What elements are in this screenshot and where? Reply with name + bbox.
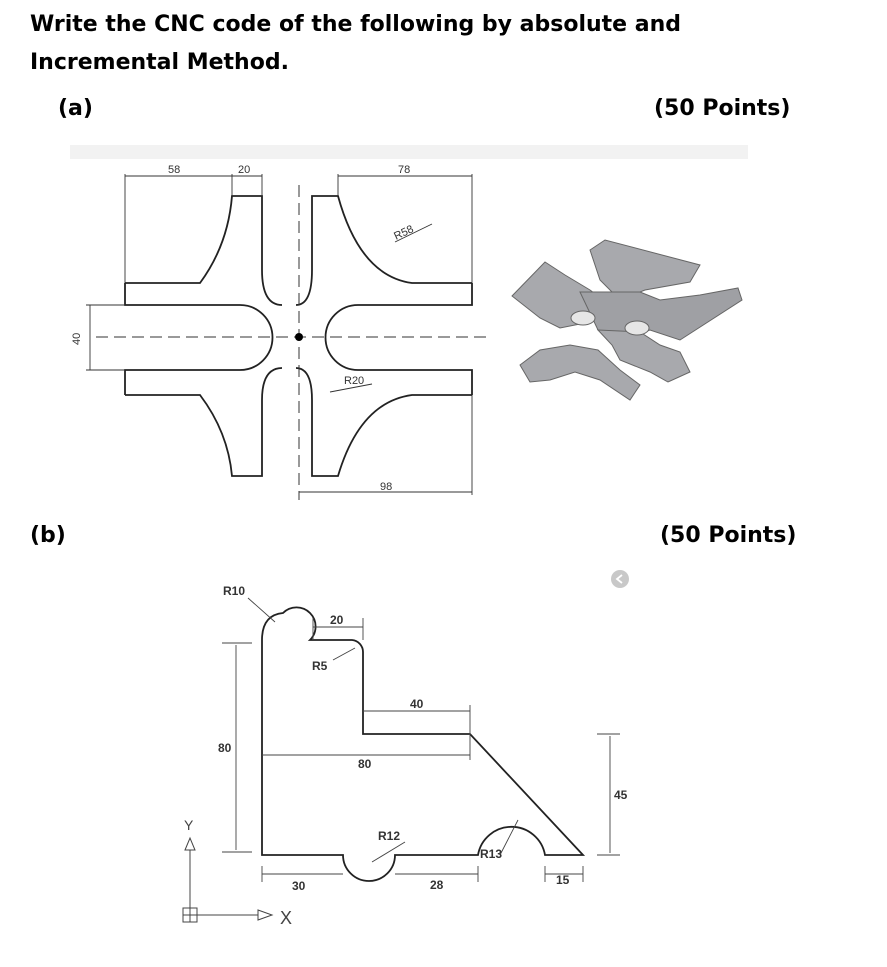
part-a-label: (a) — [58, 96, 93, 121]
part-a-center-point — [295, 333, 303, 341]
dim-b-15: 15 — [556, 873, 570, 887]
part-a-centerlines — [96, 185, 490, 500]
dim-b-30: 30 — [292, 879, 306, 893]
dim-b-h80: 80 — [218, 741, 232, 755]
figure-a-header-band — [70, 145, 748, 159]
dim-b-r5: R5 — [312, 659, 328, 673]
dim-b-20: 20 — [330, 613, 344, 627]
dim-a-78: 78 — [398, 164, 410, 176]
dim-b-45: 45 — [614, 788, 628, 802]
dim-a-40: 40 — [71, 333, 83, 345]
dim-b-28: 28 — [430, 878, 444, 892]
part-a-points: (50 Points) — [654, 96, 791, 121]
dim-b-r12: R12 — [378, 829, 400, 843]
dim-a-98: 98 — [380, 481, 392, 493]
back-button[interactable] — [611, 570, 629, 588]
axis-x-label: X — [280, 908, 292, 928]
dim-b-r10: R10 — [223, 584, 245, 598]
dim-a-20: 20 — [238, 164, 250, 176]
part-a-profile — [124, 195, 473, 477]
axis-y-label: Y — [184, 817, 194, 833]
part-b-label: (b) — [30, 523, 66, 548]
part-a-dimension-lines — [86, 174, 473, 495]
part-b-points: (50 Points) — [660, 523, 797, 548]
question-text: Write the CNC code of the following by a… — [30, 6, 790, 82]
question-line-2: Incremental Method. — [30, 50, 289, 75]
part-b-profile — [261, 606, 586, 882]
dim-b-r13: R13 — [480, 847, 502, 861]
question-line-1: Write the CNC code of the following by a… — [30, 12, 681, 37]
dim-b-w80: 80 — [358, 757, 372, 771]
axis-indicator — [182, 836, 274, 923]
dim-a-r20: R20 — [344, 375, 364, 387]
part-b-dimension-lines — [222, 597, 620, 882]
part-a-3d-view — [511, 239, 743, 401]
dim-b-40: 40 — [410, 697, 424, 711]
dim-a-58: 58 — [168, 164, 180, 176]
chevron-left-icon — [615, 574, 623, 584]
